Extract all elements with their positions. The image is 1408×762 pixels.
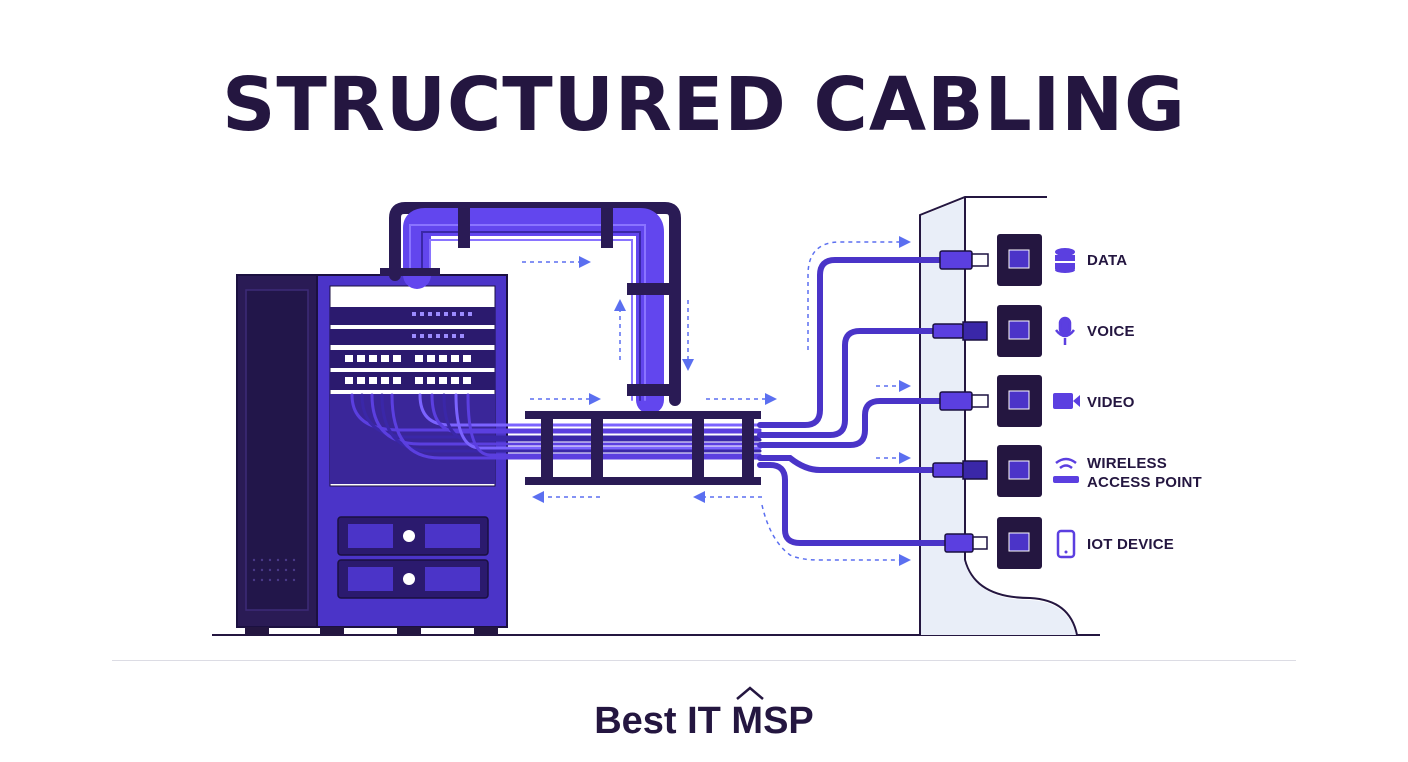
microphone-icon [1055,316,1075,345]
footer-divider [112,660,1296,661]
wall-outlets [997,234,1042,569]
outlet-label-wireless-access-point: WIRELESS ACCESS POINT [1087,455,1202,491]
wifi-router-icon [1053,457,1079,483]
outlet-label-data: DATA [1087,252,1128,269]
server-rack [236,274,508,635]
horizontal-cable-bundle [350,393,762,485]
overhead-cable-tray [380,202,681,414]
outlet-cable-runs [757,257,948,546]
outlet-label-iot-device: IOT DEVICE [1087,536,1175,553]
flow-arrows [522,236,911,566]
rj45-connectors [932,250,989,553]
cabling-diagram [212,196,1100,636]
outlet-label-voice: VOICE [1087,323,1135,340]
page-title: STRUCTURED CABLING [222,62,1186,148]
brand-logo: Best IT MSP [594,700,814,742]
smartphone-icon [1056,529,1076,559]
outlet-label-video: VIDEO [1087,394,1135,411]
brand-roof-icon [736,686,764,700]
wall [919,196,1078,636]
video-camera-icon [1053,393,1080,409]
database-icon [1055,248,1075,273]
